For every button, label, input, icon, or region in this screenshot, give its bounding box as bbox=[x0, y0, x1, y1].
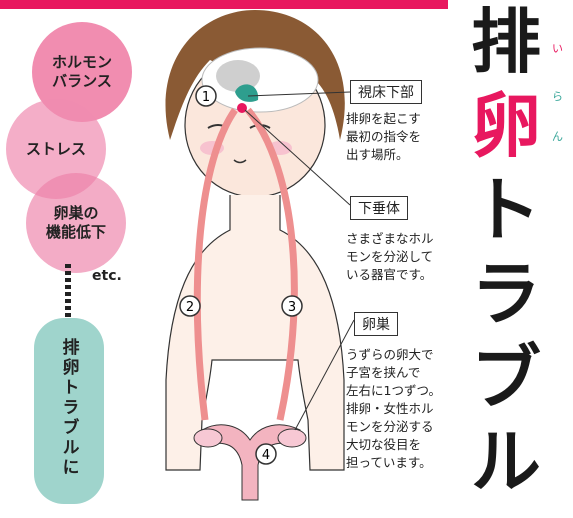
marker-4: 4 bbox=[255, 443, 277, 465]
title-ruby: ん bbox=[552, 130, 563, 143]
label-ovary: 卵巣 bbox=[354, 312, 398, 336]
ovary-left bbox=[193, 428, 223, 448]
desc-pituitary: さまざまなホル モンを分泌して いる器官です。 bbox=[346, 231, 434, 282]
marker-2: 2 bbox=[179, 295, 201, 317]
pituitary-shape bbox=[237, 103, 247, 113]
label-hypothalamus: 視床下部 bbox=[350, 80, 422, 104]
title-ruby: ら bbox=[552, 90, 563, 103]
cause-ovary-function: 卵巣の 機能低下 bbox=[26, 173, 126, 273]
marker-1: 1 bbox=[195, 85, 217, 107]
top-accent-bar bbox=[0, 0, 448, 9]
leader-ovary bbox=[294, 319, 355, 431]
title-char: ト bbox=[471, 168, 541, 251]
body-outline bbox=[165, 195, 345, 471]
leader-hypothalamus bbox=[247, 91, 351, 97]
page-title: 排 卵 ト ラ ブ ル bbox=[466, 0, 546, 504]
leader-pituitary bbox=[244, 109, 351, 206]
hormone-path-2 bbox=[193, 107, 238, 421]
svg-text:4: 4 bbox=[262, 448, 270, 463]
hair-shape bbox=[165, 10, 345, 140]
title-char: ブ bbox=[471, 336, 541, 419]
title-char: ル bbox=[471, 420, 541, 503]
title-char: ラ bbox=[471, 252, 541, 335]
svg-text:2: 2 bbox=[186, 300, 194, 315]
title-char: 排 bbox=[471, 0, 541, 83]
hypothalamus-shape bbox=[235, 84, 259, 102]
svg-text:3: 3 bbox=[288, 300, 296, 315]
etc-label: etc. bbox=[92, 268, 122, 284]
result-text: 排卵トラブルに bbox=[58, 338, 79, 478]
title-char: 卵 bbox=[471, 84, 541, 167]
title-ruby: い bbox=[552, 42, 563, 55]
svg-text:1: 1 bbox=[202, 90, 210, 105]
label-pituitary: 下垂体 bbox=[350, 196, 408, 220]
marker-3: 3 bbox=[281, 295, 303, 317]
desc-ovary: うずらの卵大で 子宮を挟んで 左右に1つずつ。 排卵・女性ホル モンを分泌する … bbox=[346, 347, 441, 470]
hormone-path-3 bbox=[245, 107, 298, 421]
ovary-right bbox=[277, 428, 307, 448]
body-figure: 1 2 3 4 bbox=[165, 10, 355, 501]
result-badge: 排卵トラブルに bbox=[34, 318, 104, 504]
desc-hypothalamus: 排卵を起こす 最初の指令を 出す場所。 bbox=[346, 111, 422, 162]
